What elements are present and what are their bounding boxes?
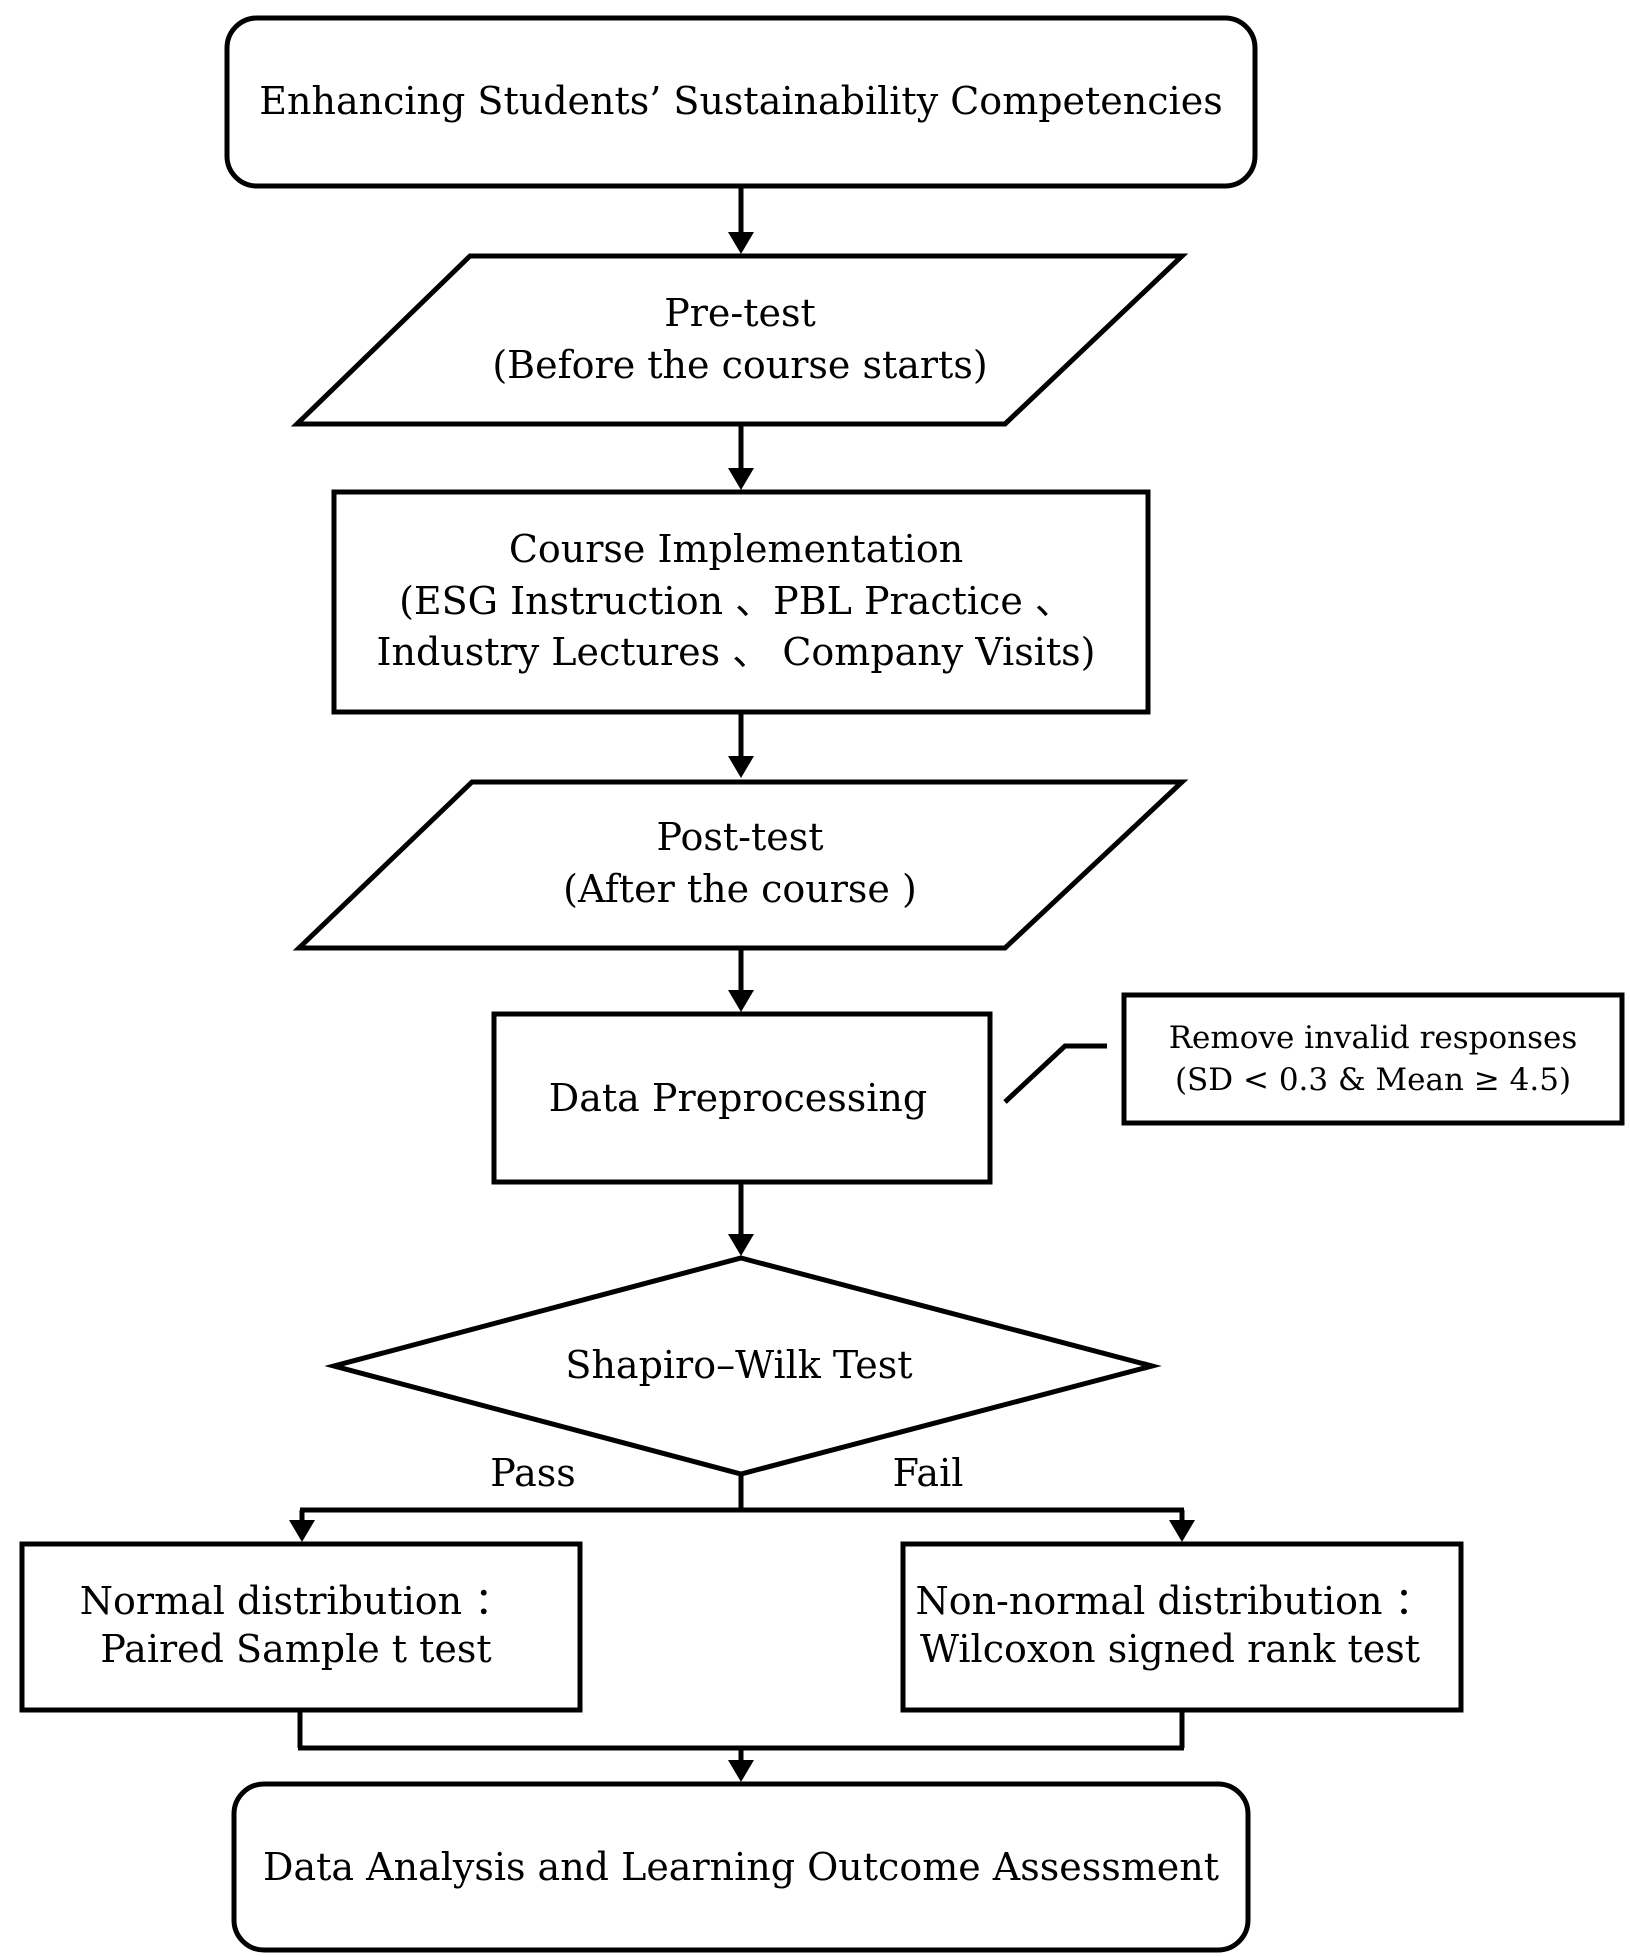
pretest-node: Pre-test (Before the course starts) [290, 253, 1189, 427]
preprocessing-node: Data Preprocessing [491, 1011, 993, 1185]
start-node: Enhancing Students’ Sustainability Compe… [224, 15, 1258, 189]
arrow-posttest-to-preprocessing [728, 948, 754, 1012]
nonnormal-distribution-title: Non-normal distribution ： [915, 1579, 1432, 1623]
arrow-start-to-pretest [728, 186, 754, 254]
pretest-subtitle: (Before the course starts) [492, 343, 987, 387]
preprocessing-label: Data Preprocessing [549, 1076, 927, 1120]
note-callout: Remove invalid responses (SD < 0.3 & Mea… [1003, 992, 1625, 1126]
course-activities-line1: (ESG Instruction 、PBL Practice 、 [399, 579, 1073, 623]
arrow-course-to-posttest [728, 712, 754, 778]
note-line1: Remove invalid responses [1169, 1020, 1578, 1056]
course-title: Course Implementation [509, 527, 963, 571]
nonnormal-distribution-node: Non-normal distribution ： Wilcoxon signe… [900, 1541, 1464, 1713]
pretest-title: Pre-test [664, 291, 816, 335]
start-node-label: Enhancing Students’ Sustainability Compe… [259, 79, 1222, 123]
normal-distribution-node: Normal distribution ： Paired Sample t te… [19, 1541, 583, 1713]
course-activities-line2: Industry Lectures 、 Company Visits) [377, 630, 1096, 674]
arrow-pretest-to-course [728, 424, 754, 490]
normal-distribution-title: Normal distribution ： [80, 1579, 512, 1623]
branch-connectors [289, 1474, 1195, 1542]
merge-connectors [297, 1710, 1185, 1782]
posttest-title: Post-test [656, 815, 823, 859]
end-node: Data Analysis and Learning Outcome Asses… [231, 1781, 1251, 1953]
note-line2: (SD < 0.3 & Mean ≥ 4.5) [1175, 1062, 1571, 1098]
decision-node: Shapiro–Wilk Test [324, 1255, 1162, 1477]
posttest-node: Post-test (After the course ) [292, 779, 1189, 951]
nonnormal-distribution-test: Wilcoxon signed rank test [920, 1627, 1420, 1671]
end-node-label: Data Analysis and Learning Outcome Asses… [263, 1845, 1219, 1889]
branch-fail-label: Fail [893, 1451, 964, 1495]
course-node: Course Implementation (ESG Instruction 、… [331, 489, 1151, 715]
decision-label: Shapiro–Wilk Test [565, 1343, 912, 1387]
branch-pass-label: Pass [490, 1451, 576, 1495]
arrow-preprocessing-to-decision [728, 1182, 754, 1256]
normal-distribution-test: Paired Sample t test [100, 1627, 491, 1671]
posttest-subtitle: (After the course ) [563, 867, 917, 911]
